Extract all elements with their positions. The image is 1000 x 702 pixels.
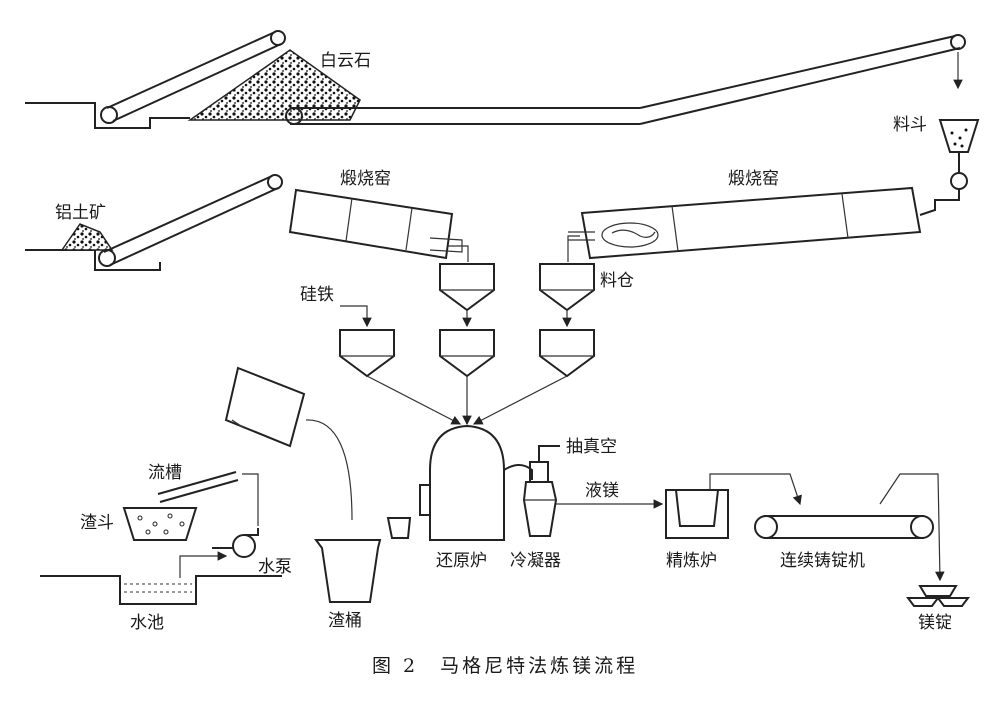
condenser: 抽真空 冷凝器 bbox=[510, 437, 617, 571]
bauxite-section: 铝土矿 bbox=[25, 174, 283, 271]
bin-label: 料仓 bbox=[600, 271, 634, 291]
slag-hopper: 渣斗 bbox=[80, 507, 198, 541]
bin-row-lower bbox=[339, 329, 595, 378]
bin-right-upper bbox=[539, 263, 595, 312]
furnace-label: 还原炉 bbox=[436, 551, 487, 571]
water-pool: 水池 bbox=[40, 575, 282, 633]
bin-ferrosilicon bbox=[339, 329, 395, 378]
trough: 流槽 bbox=[148, 463, 239, 503]
hopper-label: 料斗 bbox=[893, 115, 927, 135]
slag-bucket-label: 渣桶 bbox=[328, 611, 362, 631]
condenser-label: 冷凝器 bbox=[510, 551, 561, 571]
feed-hopper: 料斗 bbox=[893, 115, 980, 216]
dolomite-pile bbox=[187, 49, 361, 121]
bin-center-lower bbox=[439, 329, 495, 378]
refining-furnace: 精炼炉 bbox=[665, 489, 729, 571]
bin-left-upper bbox=[439, 263, 495, 312]
continuous-caster: 连续铸锭机 bbox=[754, 515, 934, 571]
conveyor-incline-1 bbox=[100, 30, 286, 124]
slag-bucket: 渣桶 bbox=[314, 539, 382, 631]
kiln-right-label: 煅烧窑 bbox=[728, 169, 779, 189]
kiln-right: 煅烧窑 bbox=[567, 169, 922, 262]
ferrosilicon-label: 硅铁 bbox=[300, 285, 334, 305]
bin-right-lower bbox=[539, 329, 595, 378]
liquid-mg-label: 液镁 bbox=[585, 481, 619, 501]
ingot-label: 镁锭 bbox=[918, 613, 952, 633]
bauxite-label: 铝土矿 bbox=[55, 203, 106, 223]
bin-row-upper: 料仓 bbox=[439, 263, 634, 312]
trough-feed-line bbox=[242, 473, 259, 526]
kiln-left: 煅烧窑 bbox=[288, 169, 469, 262]
reduction-furnace: 还原炉 bbox=[419, 424, 533, 571]
conveyor-long-top bbox=[285, 34, 966, 125]
ground-line-top bbox=[25, 102, 190, 129]
water-pump: 水泵 bbox=[212, 528, 292, 577]
tilted-ladle bbox=[224, 366, 306, 448]
small-ladle bbox=[386, 517, 412, 539]
dolomite-section: 白云石 bbox=[25, 30, 966, 129]
pool-label: 水池 bbox=[130, 613, 164, 633]
slag-hopper-label: 渣斗 bbox=[80, 513, 114, 533]
kiln-left-label: 煅烧窑 bbox=[340, 169, 391, 189]
caster-label: 连续铸锭机 bbox=[780, 551, 865, 571]
refining-label: 精炼炉 bbox=[666, 551, 717, 571]
bauxite-pile bbox=[60, 223, 114, 251]
ingot-stack: 镁锭 bbox=[906, 585, 970, 633]
rotary-valve bbox=[950, 172, 968, 190]
trough-label: 流槽 bbox=[148, 463, 182, 483]
slag-flow-line bbox=[305, 419, 353, 521]
pump-label: 水泵 bbox=[258, 557, 292, 577]
ground-line-bauxite bbox=[25, 249, 161, 271]
figure-caption: 图 2 马格尼特法炼镁流程 bbox=[372, 655, 638, 677]
dolomite-label: 白云石 bbox=[320, 51, 371, 71]
vacuum-label: 抽真空 bbox=[566, 437, 617, 457]
